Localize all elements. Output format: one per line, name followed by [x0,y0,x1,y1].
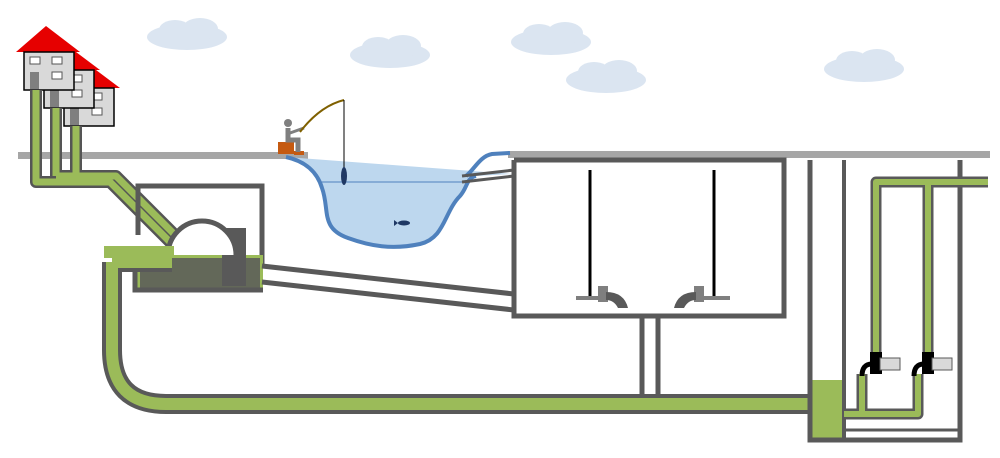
cloud [147,18,227,50]
pond [285,151,515,249]
fisherman [278,99,347,185]
mixer [674,170,730,308]
cloud [824,49,904,82]
pump-pipes [844,176,988,420]
cloud [350,35,430,68]
treatment-tank [511,157,787,398]
storm-overflow-chamber [132,183,265,293]
sewer-main-pipe [102,252,828,414]
overflow-pipes [261,263,515,313]
pump-station [807,160,963,443]
pump [859,352,901,377]
pumps [859,352,953,377]
mixer [576,170,628,308]
mixers [576,170,730,308]
fish [394,220,410,226]
clouds [147,18,904,93]
houses [16,26,120,127]
house [16,26,80,91]
overflow-level [104,246,174,258]
pump [911,352,953,377]
cloud [511,22,591,55]
cloud [566,60,646,93]
house-drain-pipes [30,90,181,262]
ground-line [18,151,990,159]
